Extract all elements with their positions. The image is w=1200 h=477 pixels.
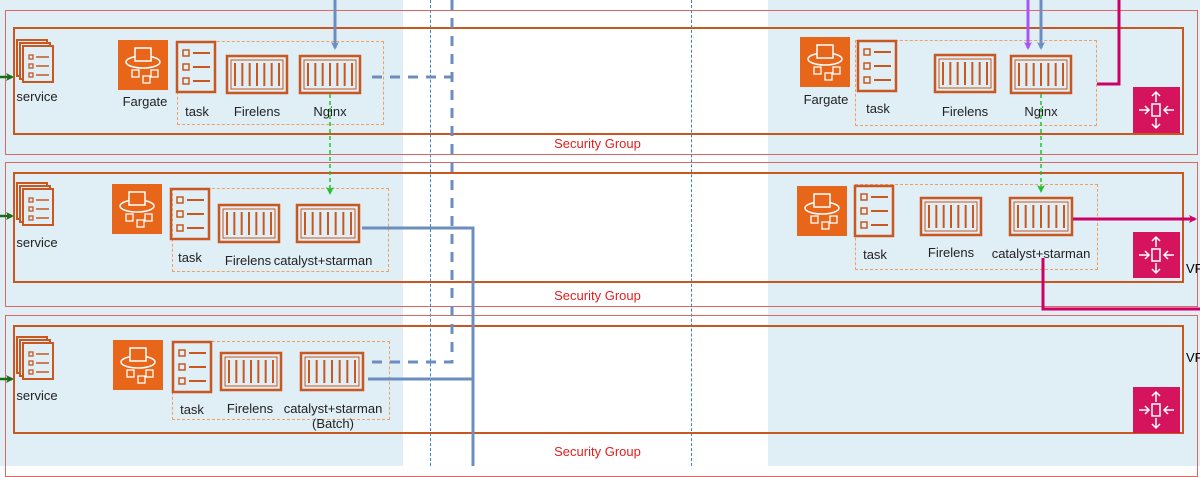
vpc-label: VF [1186,261,1200,276]
zone-divider [430,0,431,466]
task-icon [853,184,895,238]
nginx-label: Nginx [313,104,347,119]
magenta-connector [1097,0,1121,86]
vpc-gateway-icon[interactable] [1133,387,1180,433]
fargate-icon [112,184,162,234]
fargate-icon [797,186,847,236]
service-label: service [16,388,58,403]
magenta-connector [1041,258,1200,311]
task-label: task [180,402,204,417]
batch-label: (Batch) [312,416,354,431]
service-box-3[interactable] [13,325,1184,434]
security-group-2 [5,162,1198,307]
firelens-container[interactable] [933,53,997,94]
service-stack-icon [16,336,54,380]
service-box-1[interactable] [13,27,1184,135]
vpc-gateway-icon[interactable] [1133,232,1180,278]
firelens-label: Firelens [941,104,989,119]
catalyst-batch-label: catalyst+starman [283,401,383,416]
nginx-container[interactable] [1009,54,1073,95]
task-group [855,40,1097,126]
firelens-label: Firelens [226,401,274,416]
blue-dashed-connector [370,0,454,364]
security-group-label: Security Group [554,136,641,151]
task-icon [175,40,217,94]
nginx-label: Nginx [1024,104,1058,119]
fargate-icon [113,340,163,390]
task-label: task [185,104,209,119]
catalyst-label: catalyst+starman [991,246,1091,261]
zone-divider [691,0,692,466]
task-icon [169,187,211,241]
firelens-container[interactable] [219,351,283,392]
task-icon [856,39,898,93]
service-stack-icon [16,182,54,226]
firelens-container[interactable] [225,54,289,95]
catalyst-container[interactable] [295,203,361,244]
service-box-2[interactable] [13,172,1184,283]
security-group-1 [5,10,1198,155]
service-label: service [16,89,58,104]
nginx-container[interactable] [298,54,362,95]
fargate-icon [800,37,850,87]
service-stack-icon [16,39,54,83]
firelens-container[interactable] [919,196,983,237]
service-label: service [16,235,58,250]
task-label: task [178,250,202,265]
firelens-label: Firelens [233,104,281,119]
fargate-icon [118,40,168,90]
task-group [172,188,389,272]
firelens-container[interactable] [217,203,281,244]
vpc-label: VF [1186,350,1200,365]
blue-connector [362,226,475,466]
firelens-label: Firelens [927,245,975,260]
catalyst-label: catalyst+starman [273,253,373,268]
catalyst-batch-container[interactable] [299,351,365,392]
fargate-label: Fargate [803,92,849,107]
firelens-label: Firelens [224,253,272,268]
catalyst-container[interactable] [1008,196,1074,237]
security-group-label: Security Group [554,444,641,459]
diagram-canvas [0,0,1200,466]
vpc-gateway-icon[interactable] [1133,87,1180,133]
fargate-label: Fargate [122,94,168,109]
task-label: task [863,247,887,262]
task-label: task [866,101,890,116]
task-icon [171,340,213,394]
security-group-label: Security Group [554,288,641,303]
